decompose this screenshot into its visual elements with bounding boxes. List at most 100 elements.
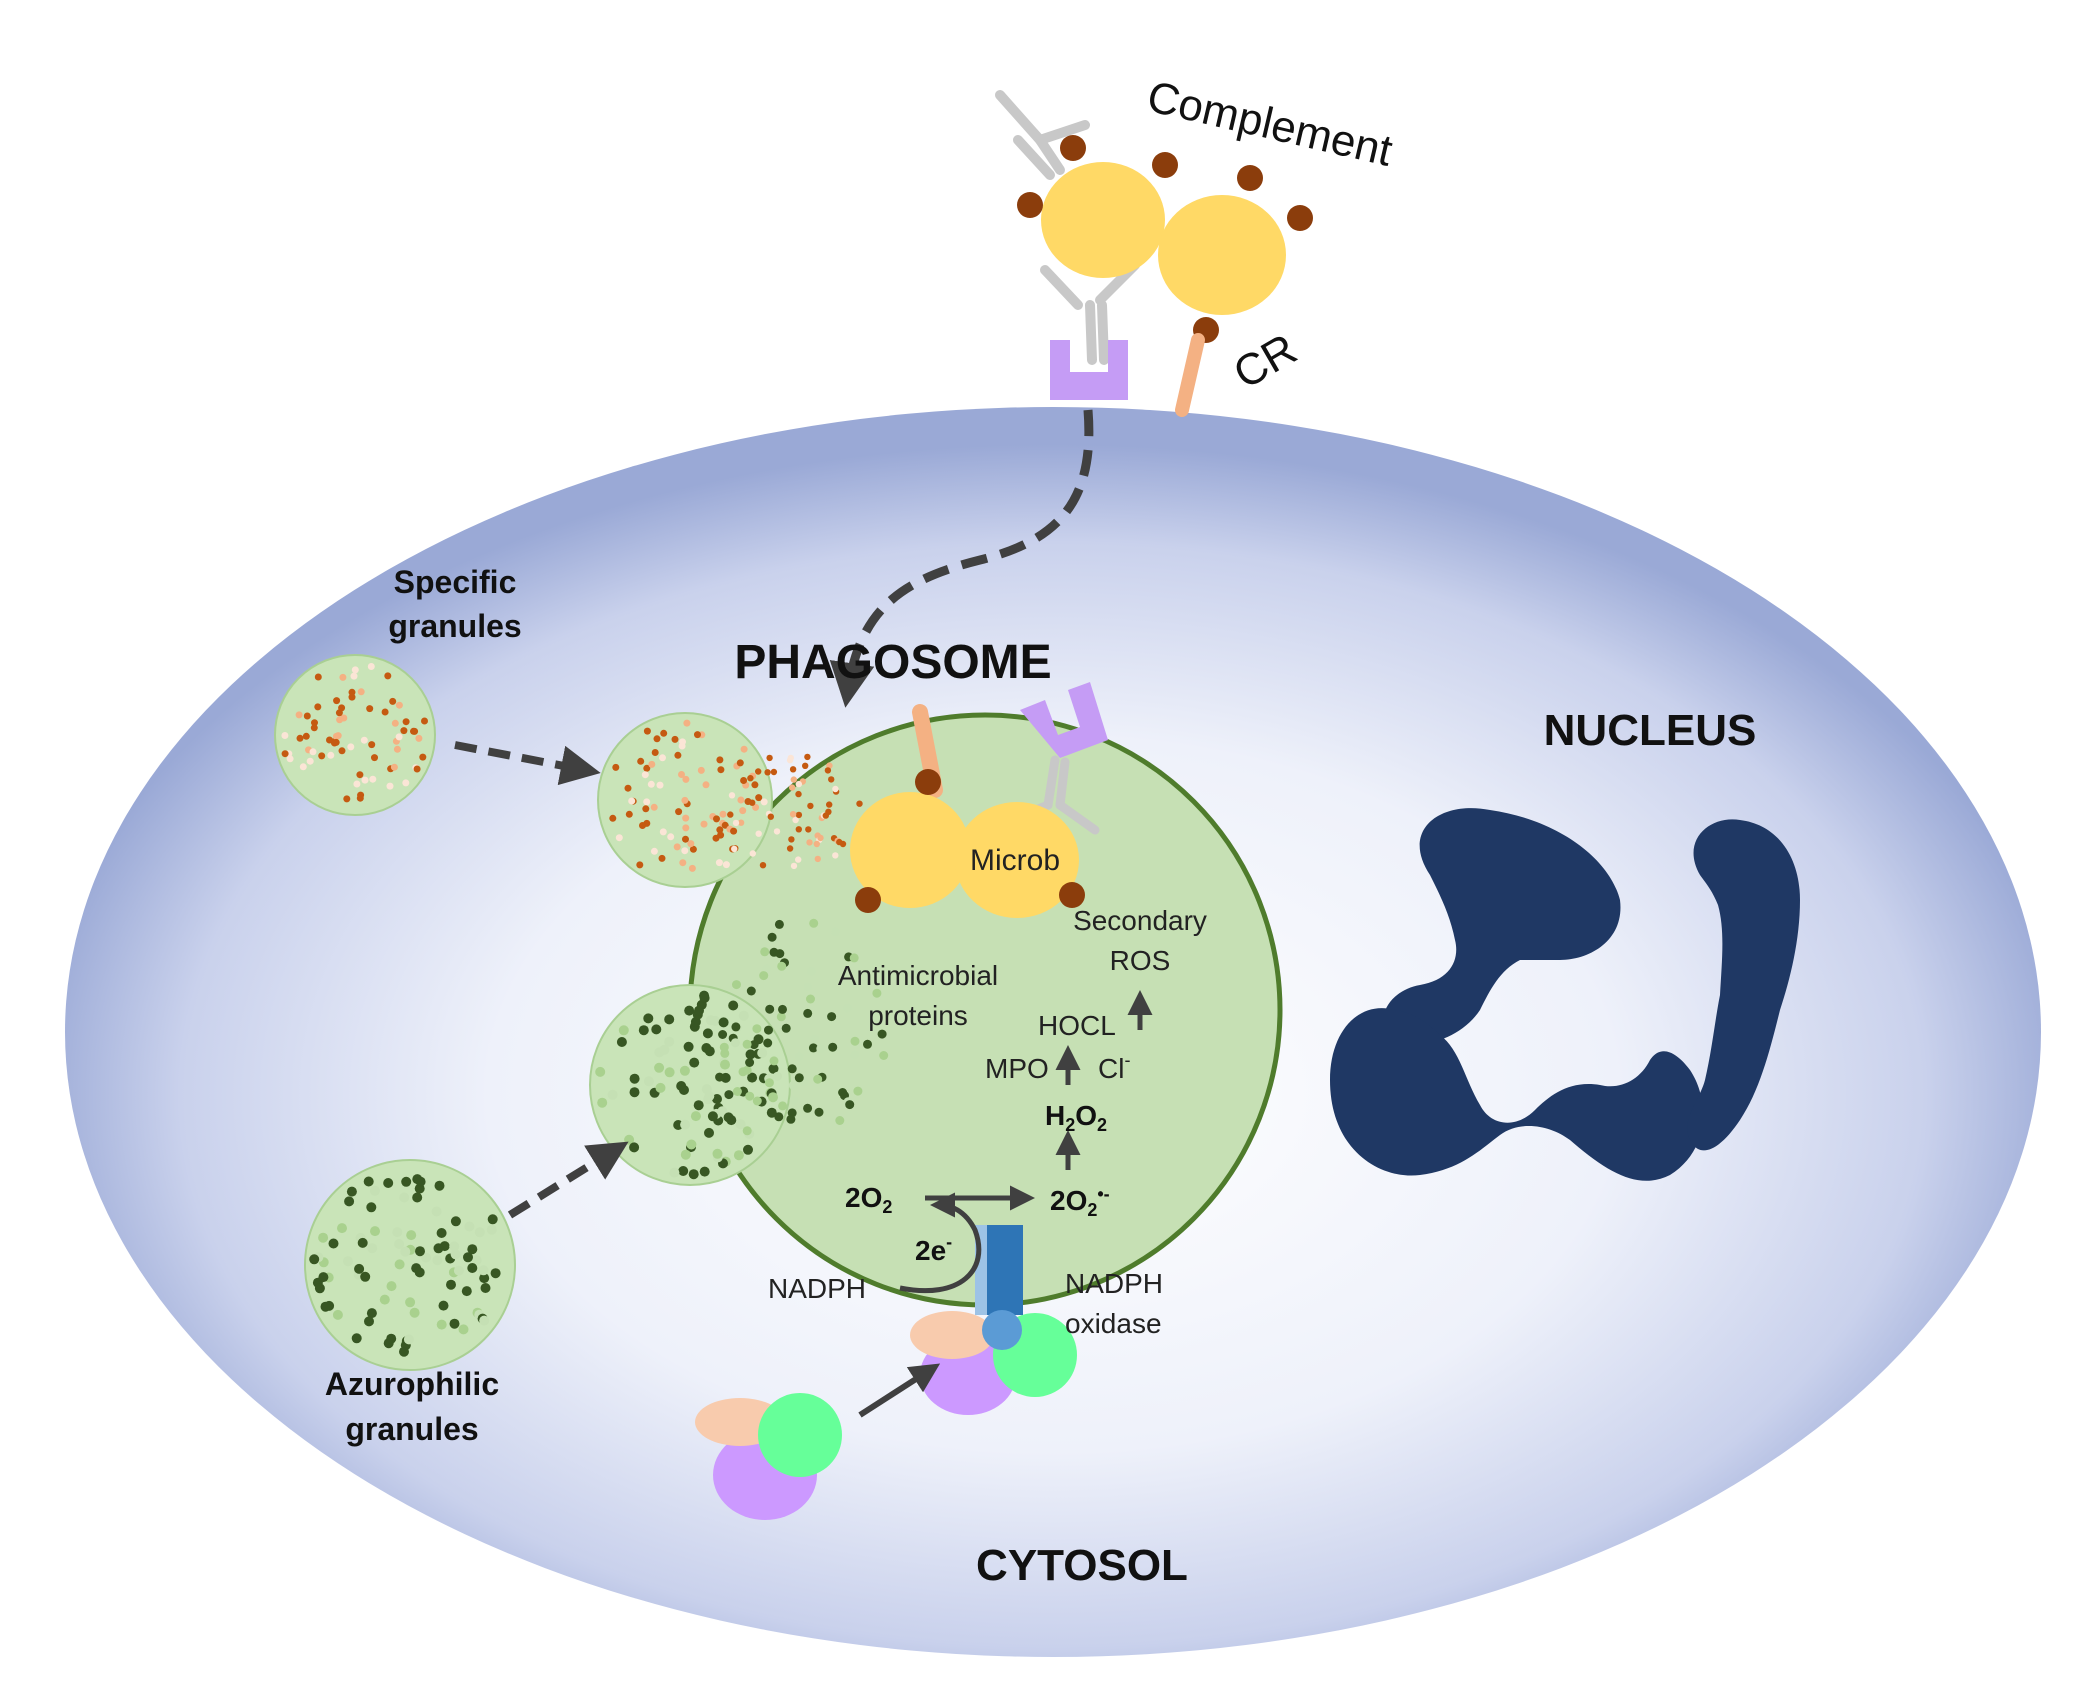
granule-dot [850, 1036, 860, 1046]
granule-dot [399, 1192, 410, 1203]
cr-label: CR [1226, 324, 1306, 398]
complement-dot [1287, 205, 1313, 231]
assembly-arrow [858, 1363, 941, 1418]
granule-dot [826, 801, 833, 808]
granule-dot [402, 779, 410, 787]
granule-dot [839, 840, 847, 848]
granule-dot [794, 1052, 804, 1061]
granule-dot [681, 796, 689, 804]
granule-dot [309, 748, 317, 756]
granule-dot [743, 1144, 753, 1155]
granule-dot [773, 828, 781, 835]
granule-dot [414, 1267, 425, 1278]
secondary-ros-label: Secondary [1073, 905, 1207, 936]
granule-dot [306, 757, 314, 765]
microbe-left [1041, 162, 1165, 278]
granule-dot [338, 747, 346, 755]
granule-dot [805, 826, 812, 833]
opsonized-microbe-outside [995, 90, 1313, 417]
granule-dot [879, 1051, 889, 1060]
granule-dot [421, 717, 428, 725]
granule-dot [643, 1013, 654, 1024]
granule-dot [719, 810, 727, 818]
granule-dot [296, 734, 304, 742]
granule-dot [648, 760, 656, 768]
granule-dot [667, 833, 675, 841]
granule-dot [479, 1315, 490, 1326]
granule-dot [802, 762, 809, 769]
h2o2-label: H2O2 [1045, 1100, 1107, 1135]
granule-dot [724, 1090, 734, 1100]
granule-dot [850, 1050, 860, 1060]
granule-dot [689, 1057, 700, 1068]
granule-dot [715, 1072, 725, 1082]
granule-dot [770, 768, 778, 776]
granule-dot [777, 961, 787, 971]
engulfed-microbe [850, 682, 1108, 918]
granule-dot [702, 781, 710, 789]
granule-dot [755, 830, 762, 837]
nucleus-label: NUCLEUS [1544, 706, 1757, 755]
granule-dot [764, 1025, 773, 1035]
granule-dot [618, 1025, 629, 1036]
granule-dot [683, 1041, 694, 1052]
granule-dot [788, 836, 795, 843]
granule-dot [356, 771, 364, 779]
fc-receptor [1050, 340, 1128, 400]
granule-dot [740, 777, 748, 784]
granule-dot [716, 756, 724, 764]
antimicrobial-label: Antimicrobial [838, 960, 998, 991]
granule-dot [764, 1078, 774, 1088]
granule-dot [391, 719, 399, 727]
granule-dot [392, 1227, 403, 1238]
granule-dot [813, 840, 820, 848]
granule-dot [845, 1100, 855, 1110]
granule-dot [643, 798, 651, 806]
granule-dot [718, 1030, 728, 1039]
granule-dot [395, 701, 403, 709]
granule-dot [766, 754, 773, 762]
electron-transfer-arrow [899, 1192, 982, 1294]
granule-dot [389, 697, 397, 705]
granule-dot [699, 1166, 710, 1177]
granule-dot [731, 1022, 741, 1032]
granule-dot [281, 750, 289, 758]
granule-dot [383, 1178, 394, 1188]
antibody-top-left [995, 90, 1090, 180]
granule-dot [774, 919, 784, 929]
granule-dot [421, 1252, 432, 1263]
granule-dot [650, 847, 658, 855]
granule-dot [651, 749, 659, 756]
granule-dot [616, 1037, 627, 1047]
granule-dot [786, 845, 794, 852]
granule-dot [682, 835, 689, 843]
granule-dot [702, 1028, 713, 1039]
o2-label: 2O2 [845, 1182, 892, 1217]
granule-dot [790, 862, 798, 870]
granule-dot [681, 847, 689, 855]
granule-dot [849, 953, 859, 963]
granule-dot [737, 796, 745, 804]
granule-dot [774, 1112, 784, 1122]
granule-dot [449, 1241, 460, 1252]
granule-dot [722, 861, 730, 869]
granule-dot [738, 1010, 749, 1021]
granule-dot [479, 1273, 490, 1284]
granule-dot [656, 781, 664, 789]
granule-dot [757, 1048, 768, 1058]
granule-dot [348, 693, 356, 701]
granule-dot [366, 1308, 377, 1319]
granule-dot [720, 1048, 730, 1058]
granule-dot [419, 753, 427, 761]
granule-dot [690, 1111, 701, 1122]
superoxide-label: 2O2•- [1050, 1184, 1110, 1220]
granule-dot [675, 808, 683, 816]
microb-label: Microb [970, 844, 1060, 877]
granule-dot [765, 1004, 775, 1014]
granule-dot [433, 1243, 444, 1254]
granule-dot [718, 1017, 729, 1028]
granule-dot [643, 1076, 654, 1087]
granule-dot [413, 765, 421, 773]
granule-dot [808, 1043, 818, 1053]
cytosolic-subunits [695, 1393, 842, 1520]
